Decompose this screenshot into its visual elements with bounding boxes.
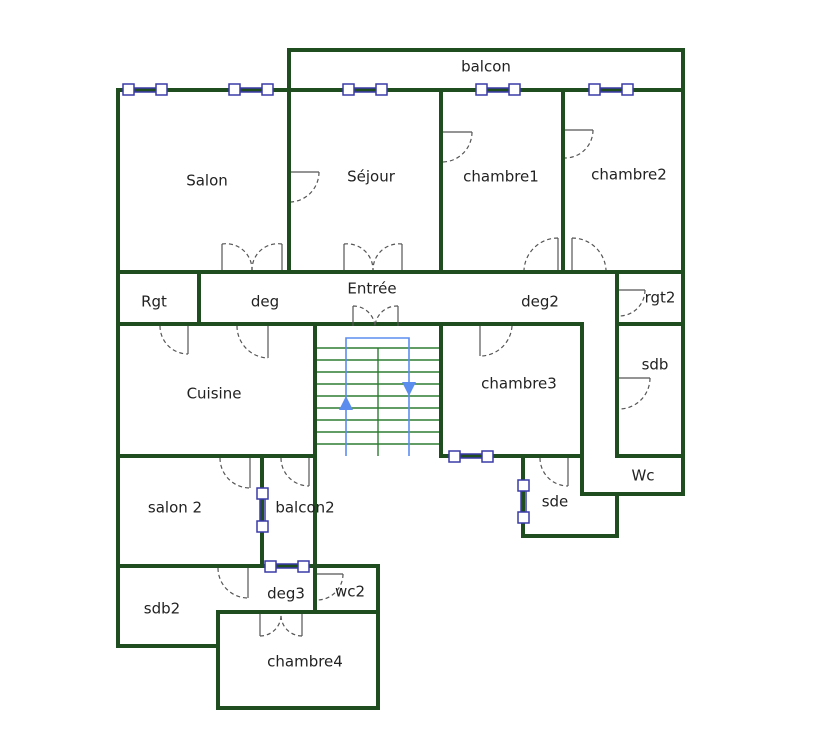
door-sde (539, 457, 569, 487)
label-salon: Salon (186, 172, 228, 190)
label-balcon2: balcon2 (275, 499, 334, 517)
arrow-down-icon (402, 382, 416, 396)
label-sejour: Séjour (347, 168, 396, 186)
door-chambre2-deg2 (571, 237, 607, 271)
window-chambre3 (448, 450, 494, 463)
label-sde: sde (542, 493, 569, 511)
wall-balcony-outer (287, 48, 685, 92)
window-chambre2 (588, 83, 634, 96)
label-entree: Entrée (347, 280, 396, 298)
door-chambre4 (259, 613, 303, 637)
label-sdb: sdb (642, 356, 669, 374)
label-deg: deg (251, 293, 279, 311)
walls (116, 48, 685, 710)
wall-sde (521, 454, 619, 538)
door-salon-deg (221, 243, 283, 271)
door-sejour-entree (343, 243, 403, 271)
door-chambre3 (479, 325, 513, 357)
label-chambre2: chambre2 (591, 166, 667, 184)
label-chambre3: chambre3 (481, 375, 557, 393)
door-sdb2 (217, 567, 249, 599)
window-sejour (342, 83, 388, 96)
window-balcon2 (256, 487, 269, 533)
label-balcon: balcon (461, 58, 511, 76)
door-salon2 (219, 457, 251, 489)
label-salon2: salon 2 (148, 499, 202, 517)
window-sde (517, 479, 530, 524)
doors (159, 129, 651, 637)
door-salon-sejour (290, 171, 320, 203)
door-balcon2 (280, 457, 310, 487)
door-cuisine-right (236, 325, 269, 359)
label-cuisine: Cuisine (187, 385, 242, 403)
door-chambre1 (442, 131, 473, 163)
windows (122, 83, 634, 573)
label-wc: Wc (631, 467, 654, 485)
window-salon-left (122, 83, 168, 96)
label-sdb2: sdb2 (144, 600, 180, 618)
label-rgt: Rgt (141, 293, 167, 311)
label-rgt2: rgt2 (645, 289, 676, 307)
window-chambre1 (475, 83, 521, 96)
label-deg3: deg3 (267, 585, 305, 603)
door-sdb (618, 377, 651, 410)
label-deg2: deg2 (521, 293, 559, 311)
window-deg3 (264, 560, 310, 573)
label-chambre1: chambre1 (463, 168, 539, 186)
room-labels: balcon Salon Séjour chambre1 chambre2 Rg… (141, 58, 675, 671)
stair-treads (317, 347, 439, 456)
staircase (317, 337, 439, 456)
door-chambre2 (564, 129, 594, 159)
door-entree-stairs (352, 305, 399, 327)
door-wc2 (316, 573, 344, 601)
arrow-up-icon (339, 396, 353, 410)
label-wc2: wc2 (335, 583, 365, 601)
label-chambre4: chambre4 (267, 653, 343, 671)
door-cuisine-left (159, 325, 189, 355)
window-salon-right (228, 83, 274, 96)
door-chambre1-deg2 (523, 237, 559, 271)
door-rgt2 (618, 289, 646, 317)
